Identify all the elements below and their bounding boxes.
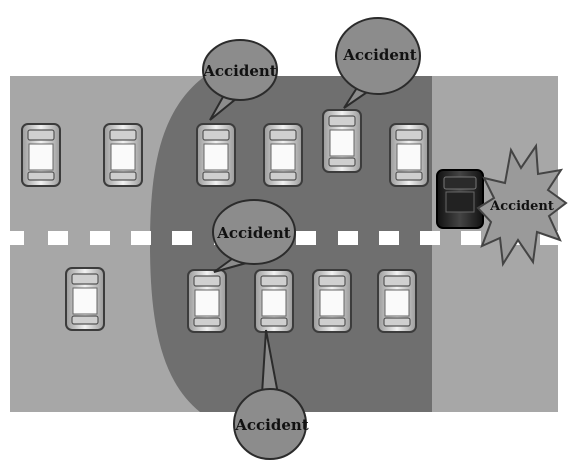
accident-callout-bottom: Accident bbox=[233, 329, 309, 460]
accident-label-star: Accident bbox=[489, 199, 554, 214]
accident-label: Accident bbox=[342, 46, 417, 64]
crashed-car bbox=[436, 169, 484, 229]
car bbox=[21, 123, 61, 187]
accident-label: Accident bbox=[216, 224, 291, 242]
car bbox=[322, 109, 362, 173]
car bbox=[196, 123, 236, 187]
car bbox=[187, 269, 227, 333]
accident-label: Accident bbox=[202, 62, 277, 80]
accident-callout-top-right: Accident bbox=[335, 17, 421, 109]
explosion-star bbox=[476, 143, 568, 267]
car bbox=[263, 123, 303, 187]
car bbox=[103, 123, 143, 187]
car bbox=[312, 269, 352, 333]
car bbox=[377, 269, 417, 333]
accident-label: Accident bbox=[234, 416, 309, 434]
car bbox=[254, 269, 294, 333]
car bbox=[65, 267, 105, 331]
accident-callout-top-left: Accident bbox=[202, 39, 278, 121]
car bbox=[389, 123, 429, 187]
accident-callout-middle: Accident bbox=[212, 199, 296, 273]
